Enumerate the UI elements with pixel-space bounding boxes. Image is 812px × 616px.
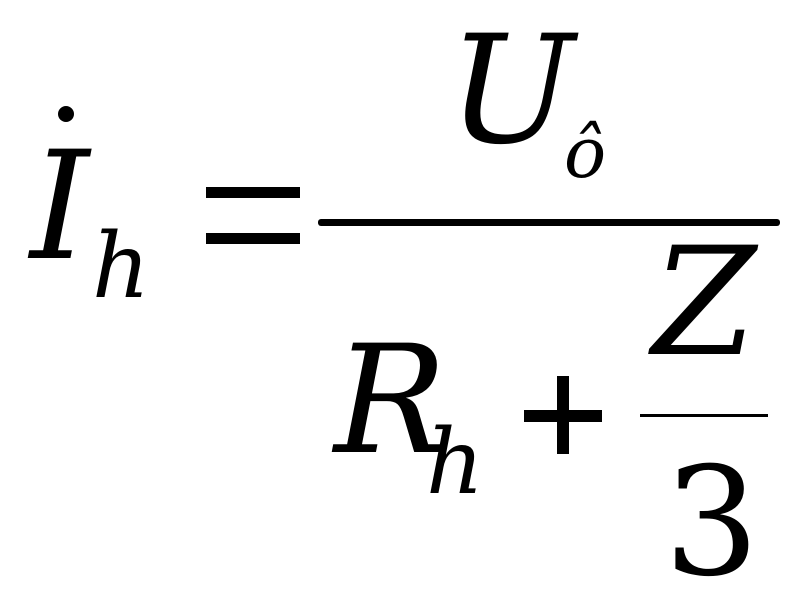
numerator-voltage-symbol: U (448, 4, 575, 178)
lhs-subscript: h (92, 214, 150, 319)
plus-sign-vertical (557, 376, 569, 454)
main-fraction-bar (318, 219, 780, 226)
inner-fraction-numerator: Z (652, 216, 757, 390)
denominator-resistance-symbol: R (334, 314, 447, 488)
inner-fraction-denominator: 3 (664, 436, 760, 610)
equals-sign-bottom-bar (206, 233, 300, 244)
phasor-dot (58, 106, 74, 122)
equals-sign-top-bar (206, 187, 300, 198)
numerator-subscript: ô (564, 112, 607, 194)
inner-fraction-bar (640, 414, 768, 417)
lhs-current-symbol: I (30, 120, 90, 294)
denominator-resistance-subscript: h (426, 410, 484, 515)
